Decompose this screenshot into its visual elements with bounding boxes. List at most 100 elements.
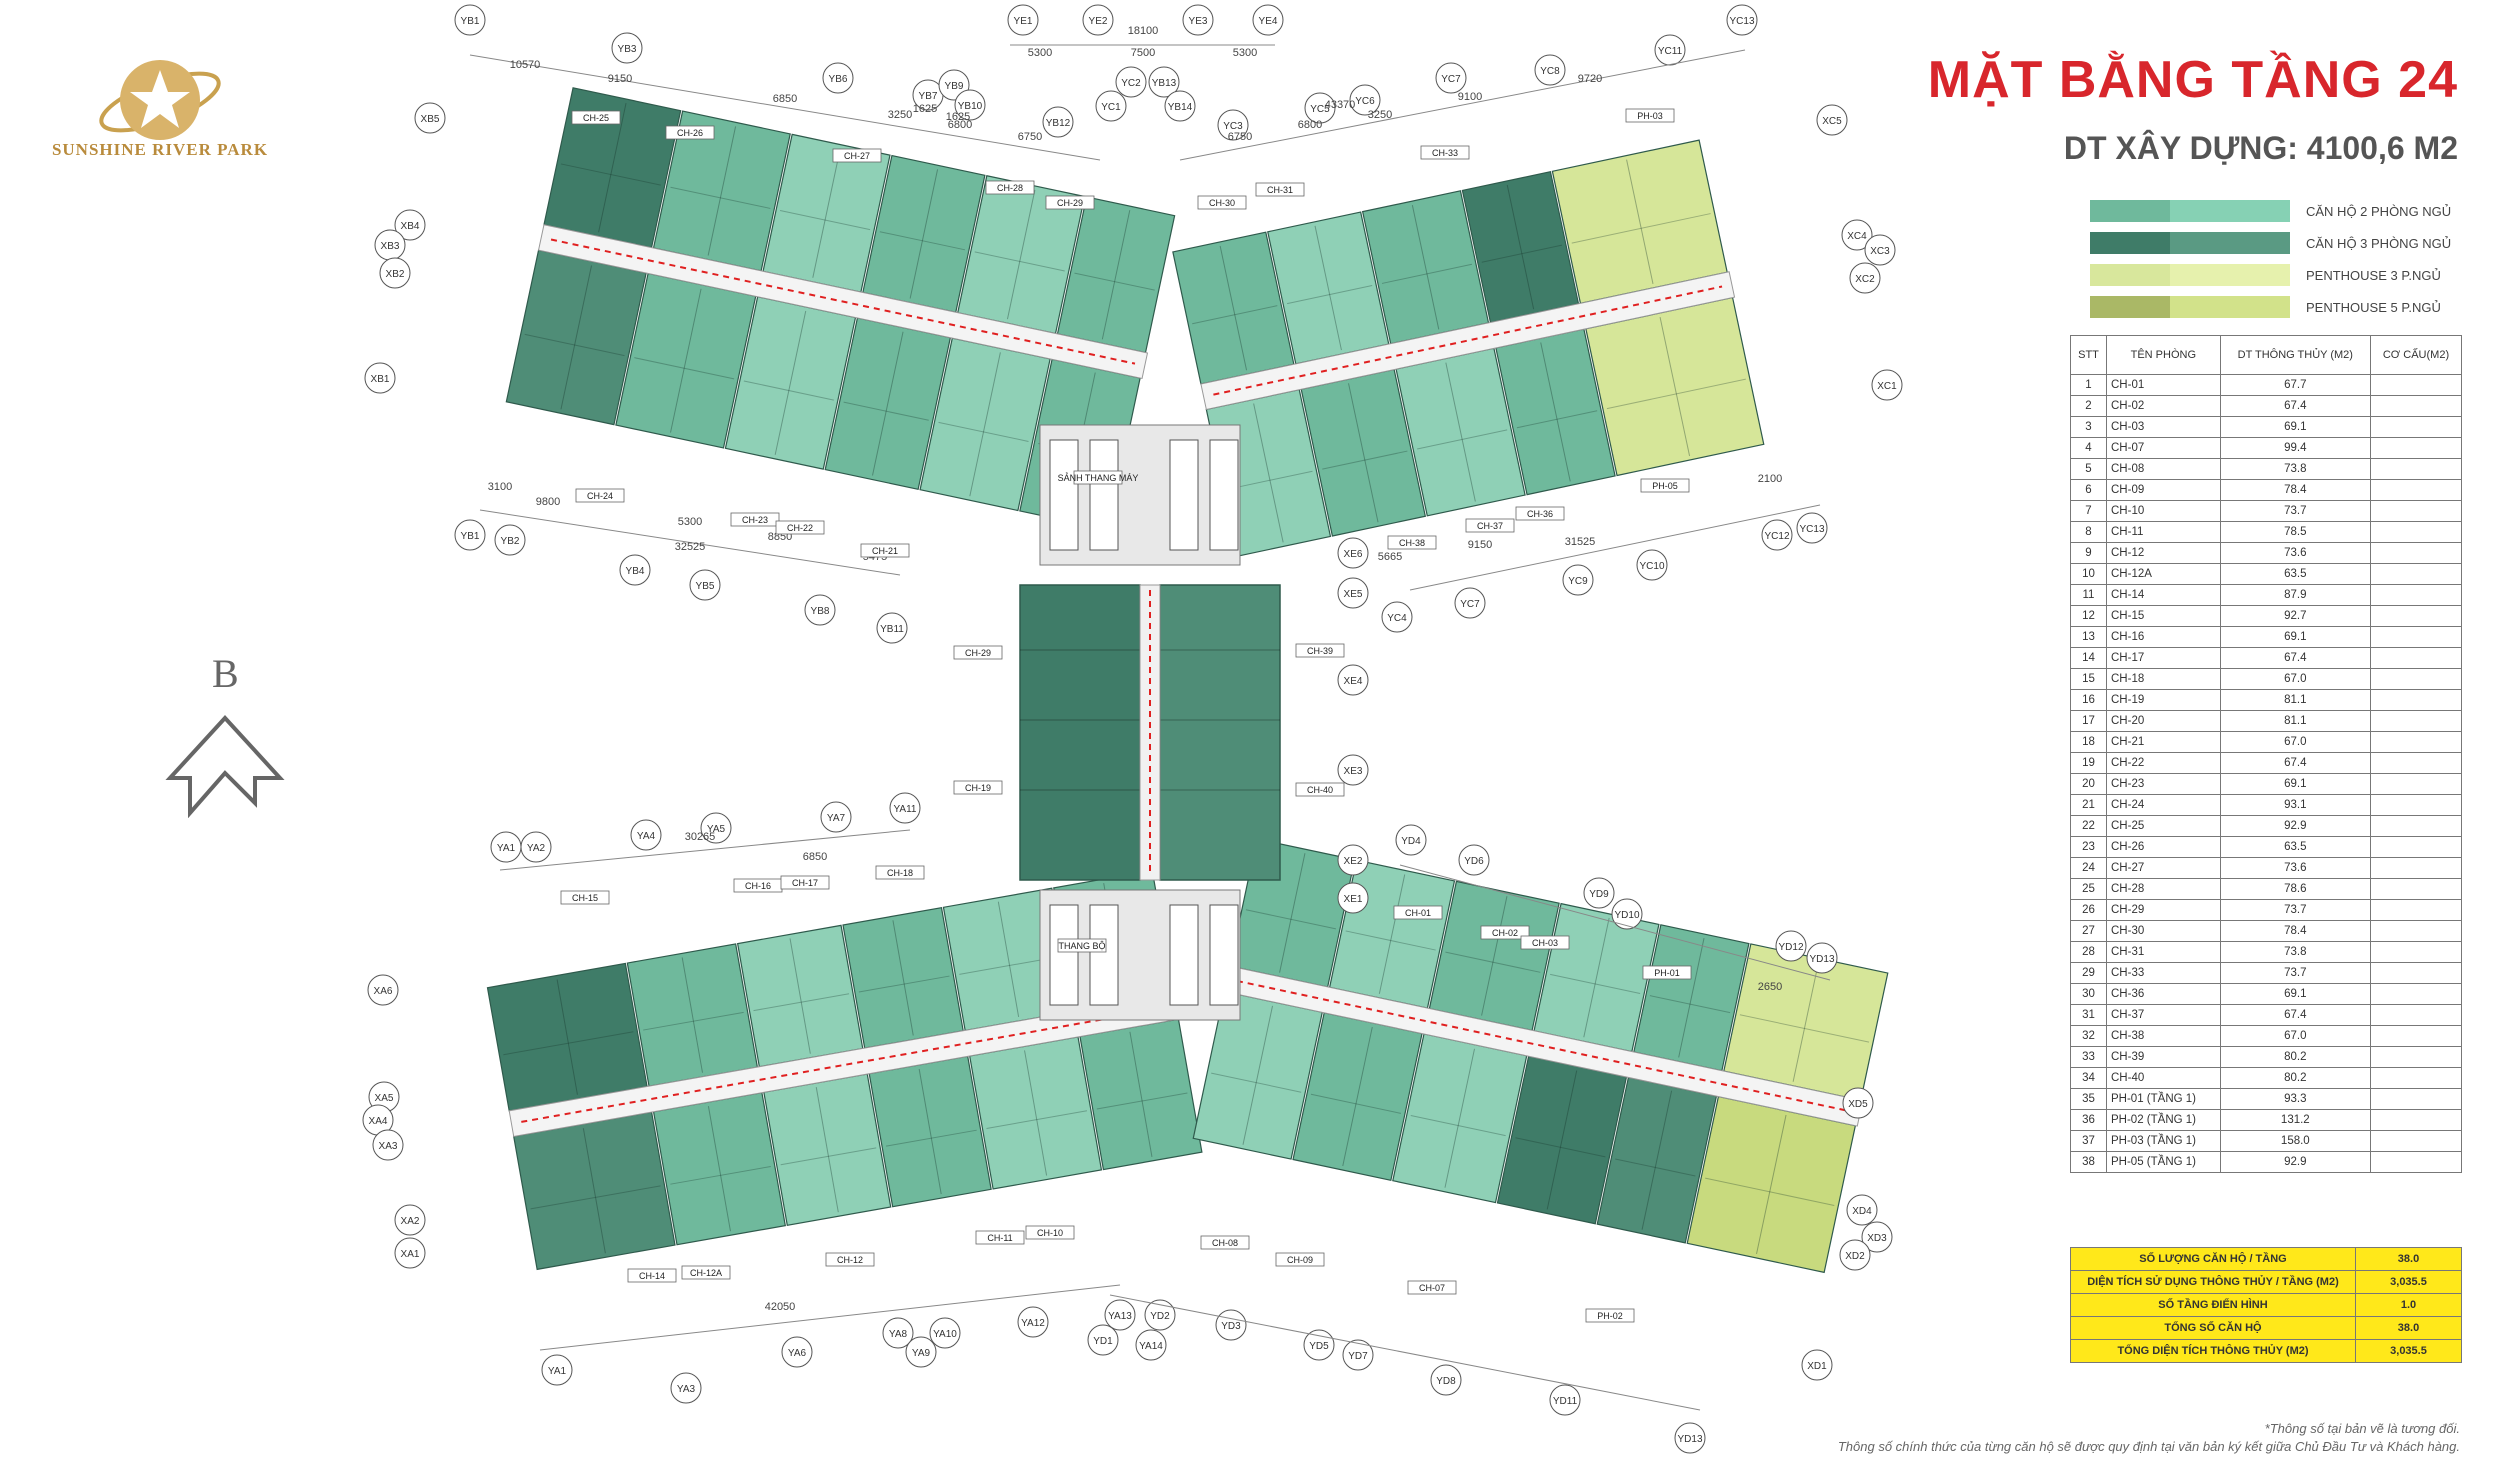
- grid-label: XA5: [375, 1093, 394, 1104]
- unit-tag: [730, 512, 780, 527]
- partition-line: [634, 357, 735, 380]
- partition-line: [812, 148, 841, 278]
- grid-label: YA11: [894, 804, 917, 815]
- dimension-label: 1625: [946, 111, 970, 123]
- unit-label: CH-08: [1212, 1238, 1238, 1248]
- grid-label: XA2: [401, 1216, 420, 1227]
- table-cell: PH-05 (TẦNG 1): [2106, 1151, 2221, 1173]
- table-cell: 29: [2070, 962, 2107, 984]
- legend-swatch: [2090, 200, 2290, 222]
- table-cell: 6: [2070, 479, 2107, 501]
- partition-line: [1615, 1158, 1696, 1177]
- grid-bubble: [1252, 4, 1284, 36]
- table-cell: 67.7: [2219, 374, 2371, 396]
- grid-bubble: [1761, 519, 1793, 551]
- grid-label: YA9: [912, 1348, 931, 1359]
- table-cell: 33: [2070, 1046, 2107, 1068]
- table-cell: 78.6: [2219, 878, 2371, 900]
- grid-label: YD11: [1553, 1396, 1578, 1407]
- unit-tag: [575, 488, 625, 503]
- grid-label: XC3: [1870, 246, 1890, 257]
- unit-label: CH-09: [1287, 1255, 1313, 1265]
- partition-line: [843, 401, 929, 421]
- table-cell: 158.0: [2219, 1130, 2371, 1152]
- table-cell: CH-10: [2106, 500, 2221, 522]
- dimension-label: 10570: [510, 59, 541, 71]
- table-cell: CH-21: [2106, 731, 2221, 753]
- table-cell: 92.7: [2219, 605, 2371, 627]
- dimension-label: 6800: [948, 119, 972, 131]
- partition-line: [598, 103, 627, 233]
- summary-label: TỔNG SỐ CĂN HỘ: [2070, 1316, 2356, 1340]
- table-cell: 73.7: [2219, 899, 2371, 921]
- dimension-label: 9720: [1578, 73, 1602, 85]
- unit-label: CH-39: [1307, 646, 1333, 656]
- grid-label: YC5: [1310, 104, 1330, 115]
- grid-label: YA12: [1021, 1318, 1045, 1329]
- grid-label: YC3: [1223, 121, 1243, 132]
- unit-tag: [985, 180, 1035, 195]
- grid-label: YB14: [1168, 102, 1193, 113]
- grid-bubble: [1430, 1364, 1462, 1396]
- grid-bubble: [414, 102, 446, 134]
- unit-tag: [825, 1252, 875, 1267]
- unit-tag: [560, 890, 610, 905]
- grid-label: YD2: [1150, 1311, 1170, 1322]
- unit-label: PH-02: [1597, 1311, 1623, 1321]
- table-cell: 131.2: [2219, 1109, 2371, 1131]
- grid-label: YD4: [1401, 836, 1421, 847]
- table-cell: CH-12A: [2106, 563, 2221, 585]
- grid-label: YA6: [788, 1348, 807, 1359]
- unit-tag: [1642, 965, 1692, 980]
- partition-line: [1445, 951, 1541, 973]
- table-cell: 38: [2070, 1151, 2107, 1173]
- grid-bubble: [1849, 262, 1881, 294]
- table-cell: [2369, 689, 2463, 711]
- grid-bubble: [1337, 844, 1369, 876]
- dimension-label: 6850: [803, 851, 827, 863]
- unit-label: CH-01: [1405, 908, 1431, 918]
- grid-bubble: [1796, 512, 1828, 544]
- table-cell: 13: [2070, 626, 2107, 648]
- table-cell: [2369, 710, 2463, 732]
- table-cell: 15: [2070, 668, 2107, 690]
- table-header: DT THÔNG THỦY (M2): [2219, 335, 2371, 375]
- table-cell: 8: [2070, 521, 2107, 543]
- dimension-label: 18100: [1128, 25, 1159, 37]
- grid-label: XB2: [386, 269, 405, 280]
- unit-label: CH-36: [1527, 509, 1553, 519]
- partition-line: [1626, 159, 1654, 284]
- grid-bubble: [1104, 1299, 1136, 1331]
- table-cell: CH-01: [2106, 374, 2221, 396]
- note: *Thông số tại bản vẽ là tương đối. Thông…: [1838, 1420, 2460, 1456]
- partition-line: [858, 975, 950, 993]
- grid-label: YB3: [618, 44, 637, 55]
- partition-line: [1006, 189, 1036, 320]
- grid-label: XB4: [401, 221, 420, 232]
- grid-label: YA2: [527, 843, 546, 854]
- table-cell: 67.0: [2219, 731, 2371, 753]
- unit-tag: [665, 125, 715, 140]
- partition-line: [503, 1031, 634, 1056]
- unit-label: CH-17: [792, 878, 818, 888]
- grid-bubble: [1871, 369, 1903, 401]
- unit-tag: [1295, 782, 1345, 797]
- table-cell: PH-03 (TẦNG 1): [2106, 1130, 2221, 1152]
- unit-tag: [1025, 1225, 1075, 1240]
- grid-label: YB2: [501, 536, 520, 547]
- partition-line: [670, 288, 702, 433]
- unit-label: PH-01: [1654, 968, 1680, 978]
- partition-line: [707, 1106, 731, 1232]
- partition-line: [753, 993, 850, 1012]
- summary-value: 1.0: [2355, 1293, 2462, 1317]
- table-cell: 67.4: [2219, 752, 2371, 774]
- grid-label: YA14: [1139, 1341, 1163, 1352]
